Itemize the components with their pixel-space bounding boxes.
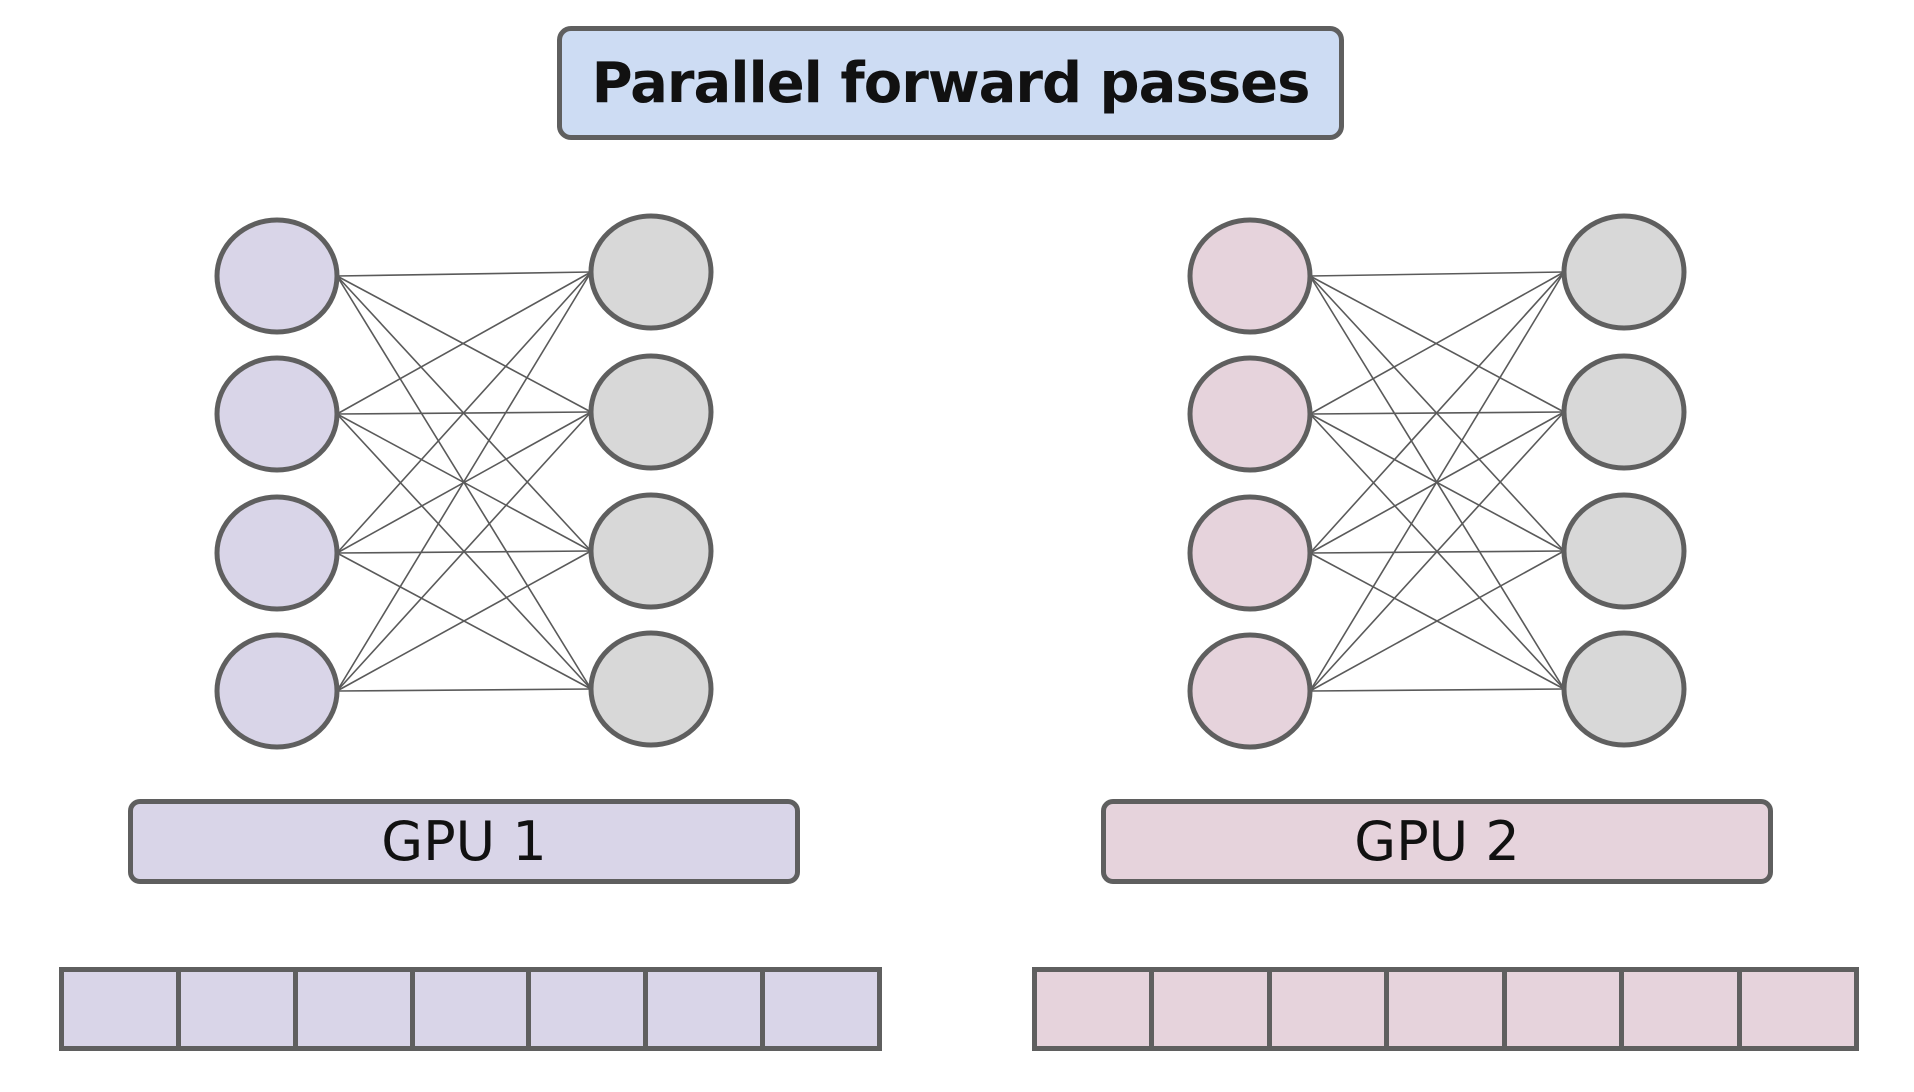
gpu-label-box-2: GPU 2 [1101, 799, 1773, 884]
output-node-3 [588, 492, 714, 610]
batch-cell-1 [1037, 972, 1155, 1046]
edge-1-1 [1309, 271, 1565, 277]
edge-4-3 [336, 550, 592, 692]
network-gpu-1 [214, 213, 714, 750]
batch-cell-6 [648, 972, 766, 1046]
batch-cell-7 [765, 972, 877, 1046]
output-node-1 [588, 213, 714, 331]
output-node-2 [588, 353, 714, 471]
edge-4-3 [1309, 550, 1565, 692]
edge-1-2 [1309, 275, 1565, 413]
title-box: Parallel forward passes [557, 26, 1344, 140]
batch-cell-3 [298, 972, 415, 1046]
batch-cell-7 [1742, 972, 1854, 1046]
input-node-3 [1187, 494, 1313, 612]
batch-cell-4 [415, 972, 532, 1046]
edge-2-1 [336, 271, 592, 415]
input-node-1 [214, 217, 340, 335]
input-node-3 [214, 494, 340, 612]
page-title: Parallel forward passes [591, 50, 1311, 116]
output-node-1 [1561, 213, 1687, 331]
edge-4-2 [1309, 411, 1565, 692]
edge-4-4 [1309, 688, 1565, 692]
data-batch-gpu-2 [1032, 967, 1859, 1051]
edge-2-1 [1309, 271, 1565, 415]
edge-4-1 [336, 271, 592, 692]
output-node-2 [1561, 353, 1687, 471]
edge-1-2 [336, 275, 592, 413]
edge-1-1 [336, 271, 592, 277]
gpu-label-2: GPU 2 [1354, 810, 1520, 873]
edge-3-1 [1309, 271, 1565, 554]
input-node-4 [1187, 632, 1313, 750]
batch-cell-6 [1624, 972, 1742, 1046]
edge-3-1 [336, 271, 592, 554]
batch-cell-2 [181, 972, 298, 1046]
batch-cell-4 [1389, 972, 1507, 1046]
batch-cell-2 [1154, 972, 1272, 1046]
edge-4-1 [1309, 271, 1565, 692]
output-node-3 [1561, 492, 1687, 610]
input-node-2 [214, 355, 340, 473]
batch-cell-5 [531, 972, 649, 1046]
gpu-label-box-1: GPU 1 [128, 799, 800, 884]
input-node-1 [1187, 217, 1313, 335]
input-node-2 [1187, 355, 1313, 473]
output-node-4 [1561, 630, 1687, 748]
edge-4-4 [336, 688, 592, 692]
batch-cell-1 [64, 972, 181, 1046]
batch-cell-5 [1507, 972, 1625, 1046]
network-gpu-2 [1187, 213, 1687, 750]
data-batch-gpu-1 [59, 967, 882, 1051]
batch-cell-3 [1272, 972, 1390, 1046]
output-node-4 [588, 630, 714, 748]
input-node-4 [214, 632, 340, 750]
gpu-label-1: GPU 1 [381, 810, 547, 873]
edge-4-2 [336, 411, 592, 692]
